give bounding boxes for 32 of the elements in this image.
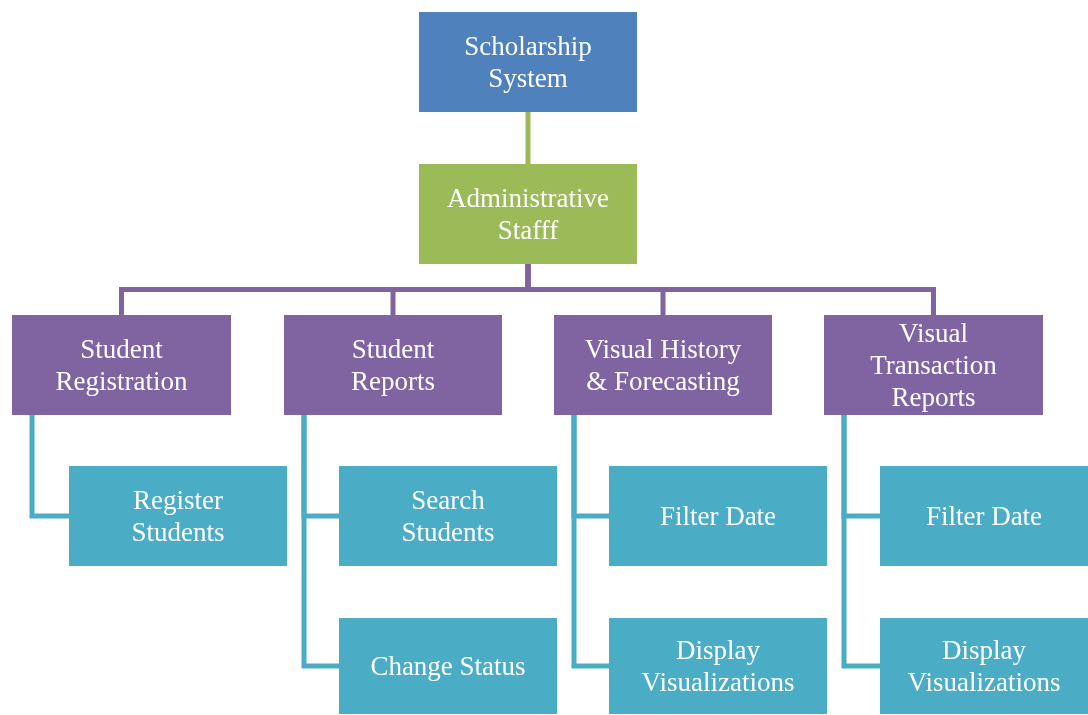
box-label: Search Students [400,484,496,548]
connector-line [29,415,69,519]
box-label: Display Visualizations [906,634,1062,698]
box-label: Display Visualizations [640,634,796,698]
process-box [554,315,772,415]
box-label: Change Status [370,650,526,682]
process-box [69,466,287,566]
process-box [419,164,637,264]
box-label: Filter Date [659,500,777,532]
box-label: Filter Date [925,500,1043,532]
connector-line [571,415,609,669]
process-box [339,618,557,714]
box-label: Scholarship System [463,30,593,94]
process-box [609,466,827,566]
process-box [12,315,231,415]
box-label: Student Registration [54,333,189,397]
process-box [419,12,637,112]
box-label: Visual Transaction Reports [869,317,998,413]
box-label: Student Reports [350,333,436,397]
box-label: Administrative Stafff [446,182,610,246]
connector-line [841,415,880,669]
process-box [339,466,557,566]
box-label: Visual History & Forecasting [583,333,743,397]
connector-line [301,415,339,669]
connector-line [525,112,531,164]
process-box [824,315,1043,415]
process-box [880,618,1088,714]
process-box [609,618,827,714]
process-box [880,466,1088,566]
process-box [284,315,502,415]
box-label: Register Students [130,484,226,548]
connector-line [525,264,936,315]
